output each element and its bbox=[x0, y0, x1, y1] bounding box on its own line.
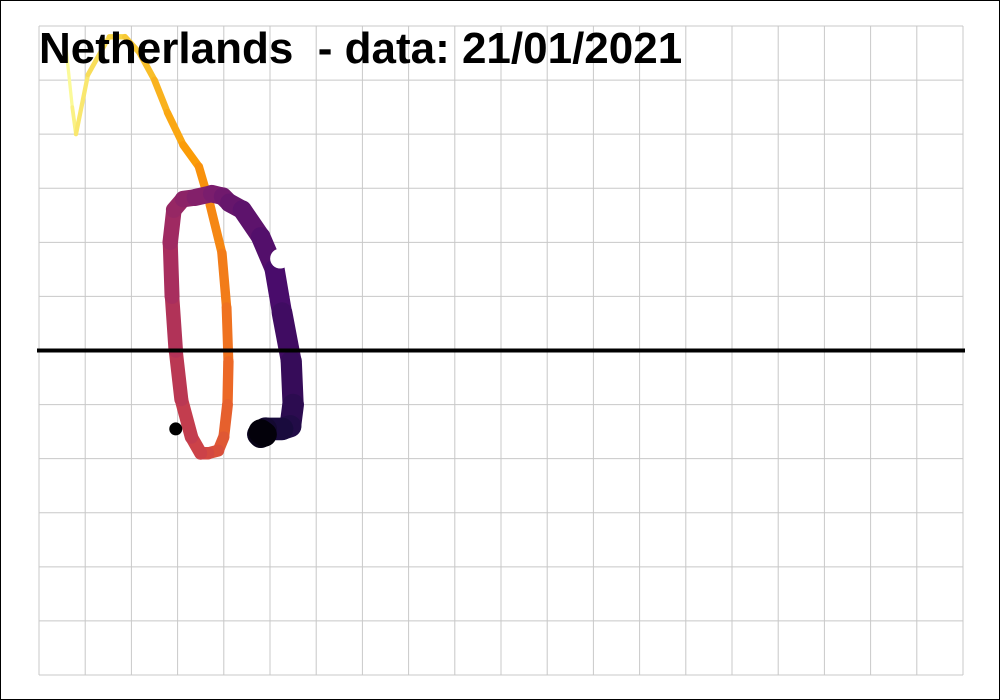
series-segment bbox=[162, 234, 180, 304]
current-marker bbox=[270, 248, 291, 269]
series-segment bbox=[151, 76, 171, 116]
series-segment bbox=[122, 33, 143, 56]
start-marker bbox=[169, 422, 183, 436]
series-segment bbox=[179, 141, 203, 171]
chart-title: Netherlands - data: 21/01/2021 bbox=[39, 24, 683, 73]
series-segment bbox=[222, 356, 234, 410]
series-segment bbox=[63, 35, 74, 109]
series-segment bbox=[73, 72, 91, 137]
series-segment bbox=[136, 49, 158, 84]
series-segment bbox=[248, 419, 277, 447]
series-segment bbox=[164, 289, 184, 358]
series-segment bbox=[168, 343, 189, 407]
series-segment bbox=[85, 34, 112, 78]
series-segment bbox=[221, 302, 234, 367]
series-segment bbox=[163, 108, 187, 149]
series-segment bbox=[217, 248, 232, 312]
series-segment bbox=[205, 200, 227, 258]
